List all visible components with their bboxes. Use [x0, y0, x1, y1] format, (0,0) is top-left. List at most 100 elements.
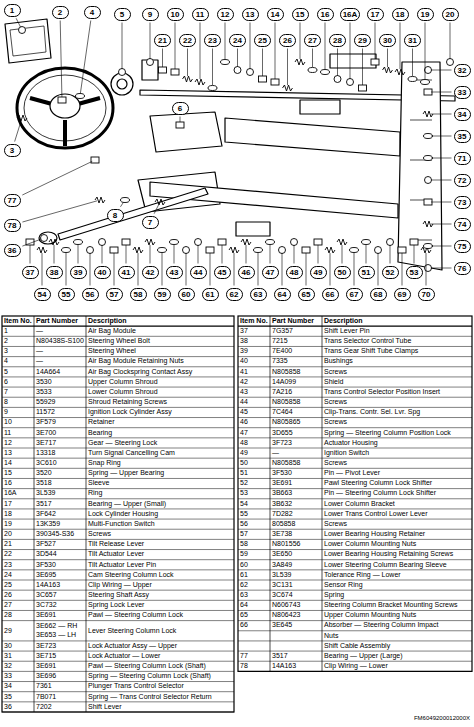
callout-number: 22 — [179, 34, 196, 47]
part-glyph — [302, 247, 310, 253]
table-cell: 3530 — [36, 378, 84, 387]
table-cell: 3E738 — [272, 530, 320, 539]
leader-line — [426, 253, 427, 286]
callout-number: 64 — [274, 288, 291, 301]
part-glyph — [375, 247, 382, 254]
table-rule — [238, 366, 472, 367]
callout-number: 20 — [442, 8, 459, 21]
table-rule — [238, 661, 472, 662]
table-cell: 3L539 — [36, 489, 84, 498]
callout-number: 45 — [214, 266, 231, 279]
callout-number: 55 — [58, 288, 75, 301]
table-cell: Lock Actuator Assy — Upper — [88, 642, 232, 651]
callout-number: 15 — [292, 8, 309, 21]
table-cell: 4 — [4, 357, 32, 366]
table-rule — [238, 356, 472, 357]
table-cell: Steering Column Bracket Mounting Screws — [324, 601, 470, 610]
part-glyph — [119, 69, 126, 76]
table-cell: 14A163 — [36, 581, 84, 590]
leader-line — [60, 20, 62, 97]
table-cell: 39 — [240, 347, 268, 356]
table-cell: 3E715 — [36, 652, 84, 661]
table-cell: 390345-S36 — [36, 530, 84, 539]
leader-line — [431, 70, 452, 71]
part-glyph — [314, 239, 322, 245]
callout-number: 8 — [107, 209, 124, 222]
shift-lever — [58, 188, 208, 240]
part-glyph — [271, 79, 279, 85]
table-cell: — — [36, 357, 84, 366]
callout-number: 26 — [279, 34, 296, 47]
table-cell: 3 — [4, 347, 32, 356]
table-cell: Spring — Trans Control Selector Return — [88, 693, 232, 702]
table-cell: Screws — [324, 398, 470, 407]
callout-number: 47 — [262, 266, 279, 279]
callout-number: 14 — [267, 8, 284, 21]
part-glyph — [159, 67, 167, 73]
part-glyph — [254, 248, 263, 253]
table-cell: 7C464 — [272, 408, 320, 417]
callout-number: 3 — [4, 144, 21, 157]
part-glyph — [49, 239, 59, 245]
table-cell: Nuts — [324, 632, 470, 641]
table-rule — [2, 346, 234, 347]
callout-number: 6 — [172, 102, 189, 115]
table-cell: 3E662 — RH 3E653 — LH — [36, 622, 84, 639]
leader-line — [120, 202, 123, 206]
callout-number: 29 — [354, 34, 371, 47]
table-cell: 63 — [240, 591, 268, 600]
table-cell: Spring — Steering Column Position Lock — [324, 429, 470, 438]
callout-number: 65 — [298, 288, 315, 301]
table-rule — [2, 356, 234, 357]
callout-number: 30 — [379, 34, 396, 47]
table-cell: 3B632 — [272, 500, 320, 509]
table-rule — [238, 397, 472, 398]
callout-number: 31 — [404, 34, 421, 47]
leader-line — [337, 49, 338, 77]
table-rule — [2, 417, 234, 418]
table-cell: N805865 — [272, 418, 320, 427]
callout-number: 71 — [454, 152, 471, 165]
table-rule — [2, 437, 234, 438]
table-rule — [238, 508, 472, 509]
table-cell: 33 — [4, 672, 32, 681]
table-cell: Bearing — Upper (Small) — [88, 500, 232, 509]
leader-line — [378, 253, 379, 286]
table-rule — [2, 559, 234, 560]
table-rule — [238, 326, 472, 327]
part-glyph — [183, 247, 190, 254]
table-rule — [2, 640, 234, 641]
part-glyph — [387, 239, 394, 246]
table-rule — [238, 630, 472, 631]
table-cell: Bearing — [88, 429, 232, 438]
callout-number: 34 — [454, 108, 471, 121]
callout-number: 50 — [334, 266, 351, 279]
table-cell: Lower Bearing Housing Retainer — [324, 530, 470, 539]
table-cell: 48 — [240, 439, 268, 448]
callout-number: 39 — [70, 266, 87, 279]
leader-line — [187, 49, 188, 77]
leader-line — [154, 205, 159, 214]
part-glyph — [229, 247, 239, 253]
part-glyph — [158, 248, 167, 253]
leader-line — [414, 245, 415, 264]
table-cell: Screws — [324, 520, 470, 529]
table-cell: Lower Column Bracket — [324, 500, 470, 509]
air-bag-cover — [10, 26, 46, 56]
part-glyph — [183, 76, 193, 82]
part-glyph — [234, 67, 241, 74]
part-glyph — [122, 239, 130, 245]
table-cell: 52 — [240, 479, 268, 488]
table-cell: 11 — [4, 429, 32, 438]
leader-line — [362, 49, 363, 86]
table-rule — [2, 508, 234, 509]
table-cell: Air Bag Clockspring Contact Assy — [88, 368, 232, 377]
leader-line — [431, 224, 452, 225]
callout-number: 68 — [370, 288, 387, 301]
callout-number: 24 — [229, 34, 246, 47]
leader-line — [318, 245, 319, 264]
table-cell: Steering Shaft Assy — [88, 591, 232, 600]
table-cell: Spring — Upper Bearing — [88, 469, 232, 478]
table-cell: Spring — [324, 591, 470, 600]
callout-number: 70 — [418, 288, 435, 301]
